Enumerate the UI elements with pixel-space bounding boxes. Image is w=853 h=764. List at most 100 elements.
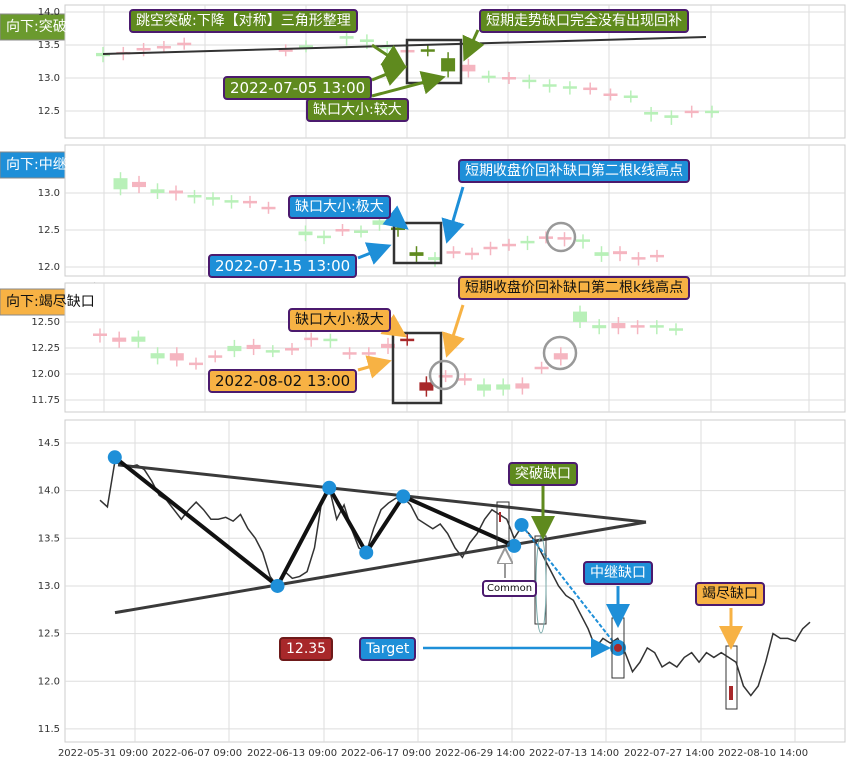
x-tick-label: 2022-06-17 09:00	[341, 748, 431, 759]
annotation-arrow	[441, 186, 465, 244]
breakout-gap-label: 突破缺口	[508, 462, 578, 486]
x-tick-label: 2022-08-10 14:00	[718, 748, 808, 759]
gap-size-label: 缺口大小:较大	[306, 98, 409, 122]
annotation-arrow	[371, 71, 446, 98]
panel2-tag-text: 向下:中继缺口	[6, 157, 95, 173]
exhaust-date-label: 2022-08-02 13:00	[208, 369, 358, 393]
candle-body	[339, 36, 354, 39]
relay-gap-label: 中继缺口	[583, 561, 653, 585]
candle-body	[278, 49, 293, 52]
candle-body	[631, 257, 646, 260]
candle-body	[669, 328, 683, 331]
y-tick-label: 13.5	[38, 533, 60, 544]
candle-body	[428, 257, 442, 261]
candle-body	[265, 350, 280, 353]
zigzag-line	[113, 455, 515, 590]
price-line	[99, 461, 811, 697]
candle-body	[409, 252, 424, 256]
candle-body	[649, 325, 664, 328]
x-tick-label: 2022-05-31 09:00	[58, 748, 148, 759]
candle-body	[664, 115, 679, 118]
candle-body	[515, 383, 530, 389]
panel3-tag-text: 向下:竭尽缺口	[6, 294, 95, 310]
candle-body	[441, 58, 456, 72]
candle-body	[131, 336, 146, 342]
candle-body	[534, 366, 549, 370]
y-tick-label: 12.0	[38, 262, 60, 273]
annotation-arrow	[462, 29, 485, 62]
y-tick-label: 12.00	[31, 369, 60, 380]
candle-body	[298, 231, 313, 236]
candle-body	[573, 311, 587, 322]
fill-circle	[542, 335, 578, 371]
candle-body	[304, 337, 319, 341]
fill-circle	[545, 221, 577, 253]
candle-body	[342, 352, 357, 355]
candle-body	[583, 87, 598, 91]
candle-body	[261, 206, 276, 210]
candle-body	[623, 95, 638, 98]
x-tick-label: 2022-06-13 09:00	[247, 748, 337, 759]
annotation-arrow	[382, 205, 409, 230]
candle-body	[603, 93, 618, 96]
fill-circle	[428, 359, 460, 391]
candle-body	[150, 353, 165, 359]
annotation-arrow	[371, 63, 408, 86]
candle-body	[354, 230, 368, 233]
pattern-label: 跳空突破:下降【对称】三角形整理	[129, 9, 358, 33]
candle-body	[381, 343, 395, 348]
candle-body	[359, 39, 374, 43]
target-price-label: 12.35	[279, 637, 334, 661]
candle-body	[542, 84, 557, 87]
y-tick-label: 12.5	[38, 106, 60, 117]
candle-body	[246, 344, 261, 350]
candle-body	[372, 220, 387, 225]
candle-body	[592, 325, 607, 329]
candle-body	[522, 79, 537, 83]
x-tick-label: 2022-07-13 14:00	[529, 748, 619, 759]
candle-body	[650, 254, 664, 258]
candle-body	[169, 190, 183, 194]
y-tick-label: 13.5	[38, 40, 60, 51]
candle-body	[438, 375, 453, 378]
relay-date-label: 2022-07-15 13:00	[208, 254, 358, 278]
candle-body	[169, 353, 184, 361]
y-tick-label: 12.50	[31, 317, 60, 328]
candle-body	[112, 337, 127, 342]
candle-body	[705, 110, 719, 114]
y-tick-label: 11.75	[31, 395, 60, 406]
common-gap-label: Common	[482, 580, 538, 597]
annotation-arrow	[371, 43, 407, 69]
candle-body	[557, 237, 572, 240]
pivot-point	[396, 489, 411, 504]
candle-body	[132, 181, 146, 188]
x-tick-label: 2022-07-27 14:00	[624, 748, 714, 759]
candle-body	[208, 355, 223, 358]
candle-body	[465, 252, 479, 256]
gap-candle	[499, 512, 501, 522]
candle-body	[502, 77, 516, 80]
relay-note-label: 短期收盘价回补缺口第二根k线高点	[458, 159, 691, 183]
candle-body	[502, 243, 516, 247]
candle-body	[285, 348, 299, 351]
panel-frame	[64, 4, 846, 139]
panel3-tag: 向下:竭尽缺口	[0, 289, 116, 315]
triangle-lower-line	[114, 520, 647, 615]
candle-body	[361, 352, 376, 355]
candle-body	[227, 345, 242, 352]
gap-date-label: 2022-07-05 13:00	[223, 76, 373, 100]
y-tick-label: 13.0	[38, 73, 60, 84]
candle-body	[299, 45, 313, 48]
target-point-core	[614, 643, 622, 652]
relay-size-label: 缺口大小:极大	[288, 195, 391, 219]
x-tick-label: 2022-06-07 09:00	[152, 748, 242, 759]
exhaust-size-label: 缺口大小:极大	[288, 308, 391, 332]
target-label: Target	[359, 637, 417, 661]
y-tick-label: 14.0	[38, 7, 60, 18]
exhaust-gap-label: 竭尽缺口	[695, 582, 765, 606]
no-fill-label: 短期走势缺口完全没有出现回补	[479, 9, 689, 33]
candle-body	[243, 200, 257, 204]
candle-body	[630, 325, 645, 328]
candle-body	[644, 111, 659, 115]
